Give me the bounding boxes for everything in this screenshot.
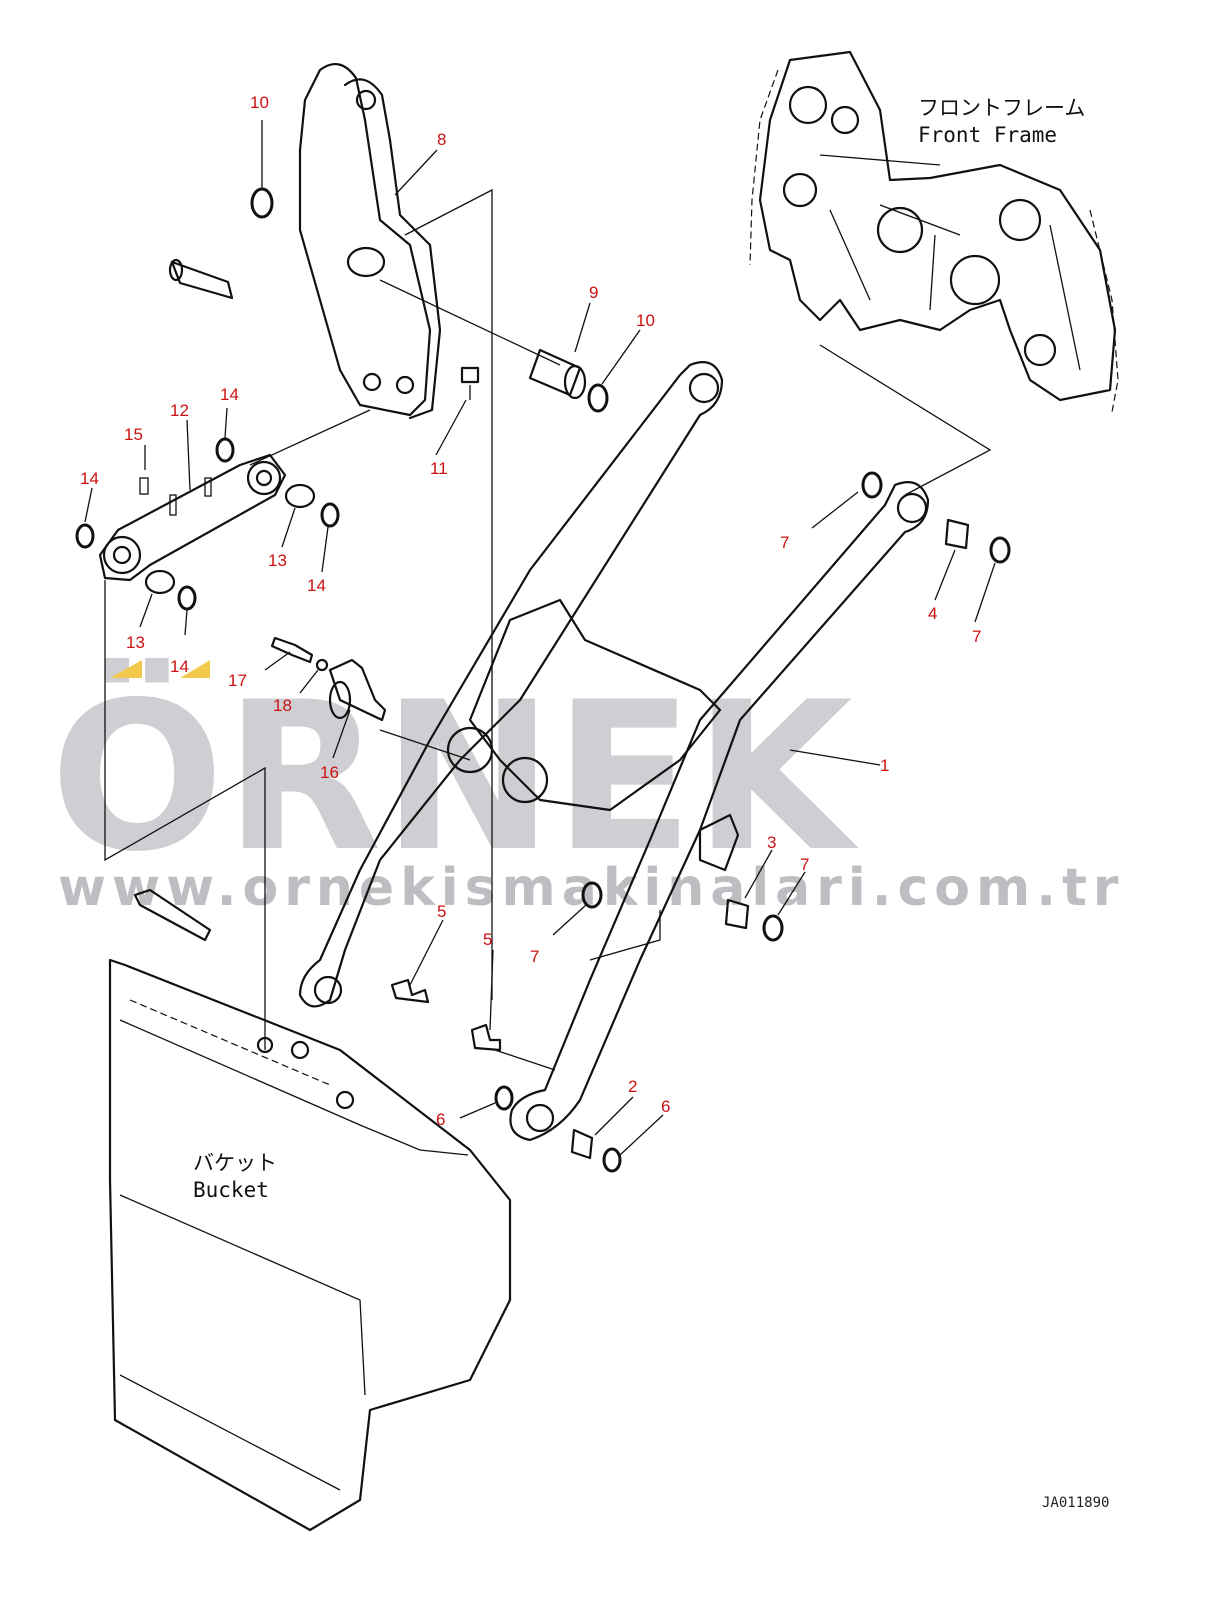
callout-number: 16 — [320, 763, 339, 782]
watermark-accent-right — [180, 660, 210, 678]
callout-number: 7 — [972, 627, 981, 646]
callout-number: 7 — [800, 855, 809, 874]
callout-number: 13 — [268, 551, 287, 570]
link-part-12 — [98, 453, 287, 582]
callout-number: 12 — [170, 401, 189, 420]
callout-number: 6 — [436, 1110, 445, 1129]
front-frame-label-jp: フロントフレーム — [918, 96, 1085, 120]
callout-number: 2 — [628, 1077, 637, 1096]
bell-crank-part-8 — [298, 62, 442, 420]
watermark-url: www.ornekismakinalari.com.tr — [58, 858, 1124, 918]
callout-number: 14 — [307, 576, 326, 595]
watermark: ÖRNEK www.ornekismakinalari.com.tr — [50, 658, 1124, 918]
callouts: 10 8 9 10 14 12 15 14 11 13 14 13 14 17 … — [80, 93, 981, 1129]
bucket-drawing: バケット Bucket — [108, 888, 512, 1532]
drawing-code: JA011890 — [1042, 1495, 1109, 1511]
watermark-accent-left — [110, 660, 142, 678]
callout-number: 3 — [767, 833, 776, 852]
bushings-2-3-4 — [570, 518, 970, 1160]
callout-number: 17 — [228, 671, 247, 690]
lift-arm-part-1 — [298, 361, 930, 1142]
callout-number: 1 — [880, 756, 889, 775]
grease-fitting-11 — [460, 366, 480, 400]
callout-number: 10 — [636, 311, 655, 330]
bolt-and-pin-16-17-18 — [270, 636, 387, 722]
bucket-label-en: Bucket — [193, 1178, 269, 1202]
pin-upper — [168, 258, 234, 300]
callout-number: 7 — [780, 533, 789, 552]
callout-number: 14 — [170, 657, 189, 676]
callout-number: 14 — [80, 469, 99, 488]
seal-rings — [75, 187, 1011, 1173]
bushings-13 — [144, 483, 316, 595]
callout-number: 4 — [928, 604, 937, 623]
callout-number: 18 — [273, 696, 292, 715]
callout-number: 5 — [437, 902, 446, 921]
bushing-9 — [528, 348, 587, 400]
grease-fittings-5 — [390, 978, 502, 1052]
bucket-label-jp: バケット — [193, 1151, 277, 1175]
callout-number: 10 — [250, 93, 269, 112]
callout-number: 11 — [430, 459, 448, 478]
callout-number: 7 — [530, 947, 539, 966]
front-frame-label-en: Front Frame — [918, 123, 1057, 147]
callout-number: 14 — [220, 385, 239, 404]
callout-number: 13 — [126, 633, 145, 652]
callout-number: 5 — [483, 930, 492, 949]
leader-lines — [104, 188, 992, 1071]
front-frame-drawing: フロントフレーム Front Frame — [749, 50, 1119, 413]
callout-leaders — [84, 120, 996, 1156]
callout-number: 8 — [437, 130, 446, 149]
callout-number: 6 — [661, 1097, 670, 1116]
callout-number: 9 — [589, 283, 598, 302]
callout-number: 15 — [124, 425, 143, 444]
